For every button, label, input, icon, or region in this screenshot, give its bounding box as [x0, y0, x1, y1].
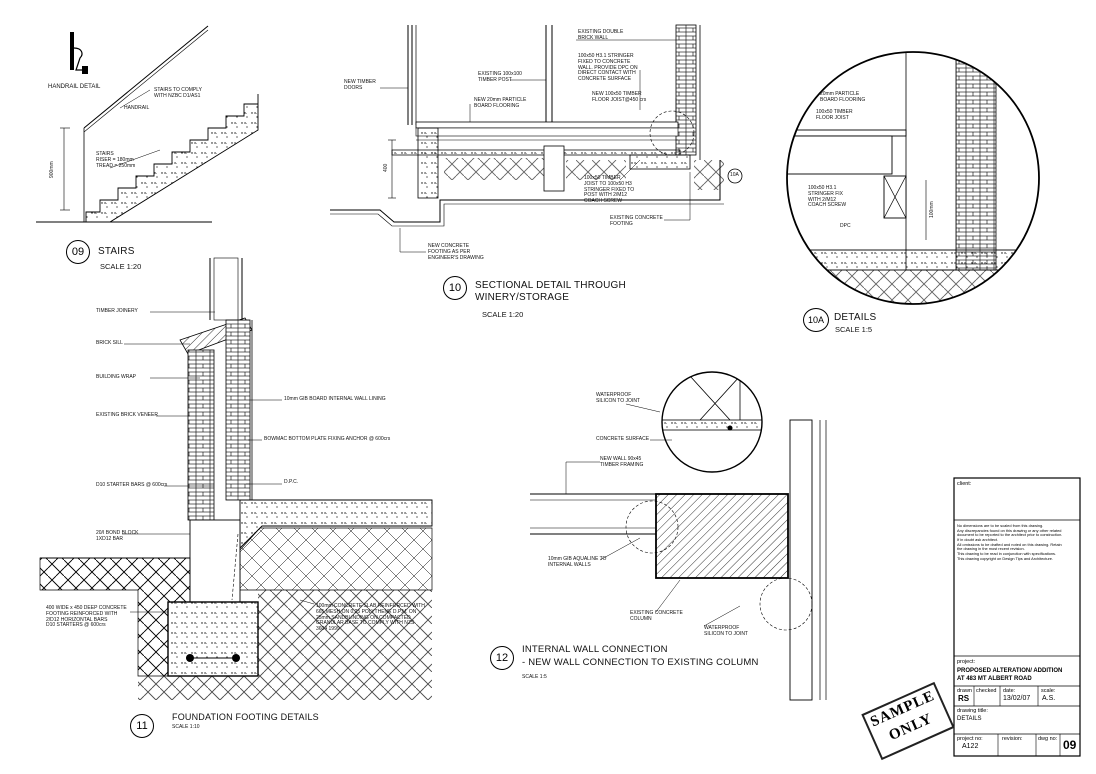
label-dpc: D.P.C. — [284, 479, 299, 485]
tb-drawn-label: drawn — [957, 688, 972, 694]
drawing-number-11: 11 — [130, 714, 154, 738]
label-stairs-height: 900mm — [49, 161, 55, 178]
tb-date-label: date: — [1003, 688, 1016, 694]
label-gib: 10mm GIB AQUALINE TO INTERNAL WALLS — [548, 556, 607, 568]
tb-date: 13/02/07 — [1003, 695, 1031, 702]
drawing-title-sectional-1: SECTIONAL DETAIL THROUGH — [475, 280, 626, 291]
tb-dwg-no-label: dwg no: — [1038, 736, 1058, 742]
foundation-drawing — [39, 257, 433, 700]
label-new-footing: NEW CONCRETE FOOTING AS PER ENGINEER'S D… — [428, 243, 484, 261]
tb-project-line1: PROPOSED ALTERATION/ ADDITION — [957, 668, 1063, 674]
sectional-drawing — [330, 24, 743, 253]
label-timber-post: EXISTING 100x100 TIMBER POST — [478, 71, 522, 83]
label-10a-dpc: DPC — [840, 223, 851, 229]
drawing-scale-foundation: SCALE 1:10 — [172, 724, 200, 730]
label-slab: 100mm CONCRETE SLAB REINFORCED WITH 665 … — [316, 603, 425, 632]
label-floor-joist: NEW 100x50 TIMBER FLOOR JOIST@450 crs — [592, 91, 647, 103]
internal-wall-drawing — [530, 371, 827, 701]
label-joist-fixed: 100x50 TIMBER JOIST TO 100x50 H3 STRINGE… — [584, 175, 635, 204]
label-concrete-surface: CONCRETE SURFACE — [596, 436, 650, 442]
drawing-scale-internal: SCALE 1:5 — [522, 674, 547, 680]
drawing-title-foundation: FOUNDATION FOOTING DETAILS — [172, 712, 319, 722]
drawing-title-internal-1: INTERNAL WALL CONNECTION — [522, 644, 668, 655]
tb-scale: A.S. — [1042, 695, 1056, 702]
label-waterproof-top: WATERPROOF SILICON TO JOINT — [596, 392, 640, 404]
tb-project-line2: AT 483 MT ALBERT ROAD — [957, 676, 1032, 682]
tb-dwg-no: 09 — [1063, 738, 1077, 752]
drawing-title-stairs: STAIRS — [98, 246, 135, 257]
label-handrail: HANDRAIL — [124, 105, 150, 111]
label-starter-bars: D10 STARTER BARS @ 600crs — [96, 482, 168, 488]
tb-project-label: project: — [957, 659, 976, 665]
drawing-number-09: 09 — [66, 240, 90, 264]
stairs-drawing — [36, 25, 259, 223]
label-existing-double-brick: EXISTING DOUBLE BRICK WALL — [578, 29, 624, 41]
tb-revision-label: revision: — [1002, 736, 1023, 742]
tb-drawing-title: DETAILS — [957, 716, 982, 722]
tb-project-no: A122 — [962, 743, 979, 750]
label-particle-board: NEW 20mm PARTICLE BOARD FLOORING — [474, 97, 527, 109]
tb-drawing-title-label: drawing title: — [957, 708, 988, 714]
label-10a-stringer: 100x50 H3.1 STRINGER FIX WITH 2/M12 COAC… — [808, 185, 847, 209]
drawing-title-internal-2: - NEW WALL CONNECTION TO EXISTING COLUMN — [522, 657, 759, 668]
drawing-scale-stairs: SCALE 1:20 — [100, 262, 142, 271]
drawing-number-10a: 10A — [803, 308, 829, 332]
label-handrail-detail: HANDRAIL DETAIL — [48, 84, 101, 90]
label-brick-veneer: EXISTING BRICK VENEER — [96, 412, 158, 418]
tb-checked-label: checked — [976, 688, 997, 694]
label-10a-joist: 100x50 TIMBER FLOOR JOIST — [816, 109, 853, 121]
drawing-scale-sectional: SCALE 1:20 — [482, 310, 524, 319]
label-ref-10a: 10A — [730, 172, 739, 178]
label-timber-joinery: TIMBER JOINERY — [96, 308, 138, 314]
tb-client-label: client: — [957, 481, 972, 487]
label-new-timber-doors: NEW TIMBER DOORS — [344, 79, 376, 91]
label-existing-footing: EXISTING CONCRETE FOOTING — [610, 215, 663, 227]
drawing-title-details: DETAILS — [834, 312, 877, 323]
label-bond-block: 20/I BOND BLOCK 1XD12 BAR — [96, 530, 139, 542]
title-block-frame — [953, 477, 1081, 757]
label-timber-framing: NEW WALL 90x45 TIMBER FRAMING — [600, 456, 644, 468]
label-10a-dim: 100mm — [929, 201, 935, 218]
drawing-scale-details: SCALE 1:5 — [835, 325, 873, 334]
label-waterproof-bottom: WATERPROOF SILICON TO JOINT — [704, 625, 748, 637]
tb-drawn: RS — [958, 694, 970, 703]
label-gib-lining: 10mm GIB BOARD INTERNAL WALL LINING — [284, 396, 386, 402]
tb-notes: No dimensions are to be scaled from this… — [957, 523, 1063, 561]
label-10a-particle: 20mm PARTICLE BOARD FLOORING — [820, 91, 866, 103]
label-stringer: 100x50 H3.1 STRINGER FIXED TO CONCRETE W… — [578, 53, 638, 82]
label-stairs-spec: STAIRS RISER = 180mm TREAD = 250mm — [96, 151, 136, 169]
drawing-title-sectional-2: WINERY/STORAGE — [475, 292, 570, 303]
tb-project-no-label: project no: — [957, 736, 983, 742]
label-building-wrap: BUILDING WRAP — [96, 374, 137, 380]
label-column: EXISTING CONCRETE COLUMN — [630, 610, 683, 622]
label-footing: 400 WIDE x 450 DEEP CONCRETE FOOTING REI… — [46, 605, 127, 629]
label-brick-sill: BRICK SILL — [96, 340, 123, 346]
label-dim-400: 400 — [383, 163, 389, 172]
details-drawing — [786, 51, 1040, 305]
drawing-number-10: 10 — [443, 276, 467, 300]
tb-scale-label: scale: — [1041, 688, 1056, 694]
label-bowmac: BOWMAC BOTTOM PLATE FIXING ANCHOR @ 600c… — [264, 436, 391, 442]
label-stairs-comply: STAIRS TO COMPLY WITH NZBC D1/AS1 — [154, 87, 202, 99]
drawing-number-12: 12 — [490, 646, 514, 670]
